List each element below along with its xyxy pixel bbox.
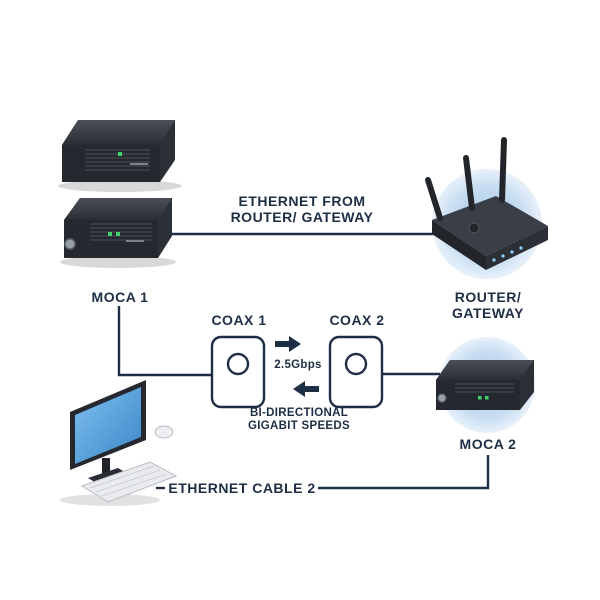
coax1-label: COAX 1 [211, 312, 267, 328]
router-gateway-label-line1: ROUTER/ [454, 289, 522, 305]
coax-line-moca1 [117, 306, 212, 377]
moca-adapter-icon [58, 120, 182, 192]
coax2-label: COAX 2 [329, 312, 385, 328]
desktop-computer-icon [60, 380, 178, 506]
bidirectional-label-line2: GIGABIT SPEEDS [248, 420, 350, 433]
coax-port-2-icon [328, 335, 384, 409]
connection-lines [117, 232, 490, 490]
coax-port-1-icon [210, 335, 266, 409]
bidirectional-label-line1: BI-DIRECTIONAL [249, 407, 349, 419]
ethernet-cable2-label: ETHERNET CABLE 2 [168, 480, 316, 496]
speed-label: 2.5Gbps [274, 359, 322, 371]
moca1-label: MOCA 1 [91, 289, 149, 305]
moca2-label: MOCA 2 [459, 436, 517, 452]
ethernet-from-label-line1: ETHERNET FROM [238, 193, 366, 209]
ethernet-from-label-line2: ROUTER/ GATEWAY [230, 209, 374, 226]
ethernet-cable2-line [318, 455, 490, 490]
moca2-adapter-icon [436, 337, 535, 433]
moca1-adapter-icon [60, 198, 176, 268]
arrow-left-icon [293, 381, 319, 397]
router-gateway-label: ROUTER/ GATEWAY [440, 289, 536, 321]
router-icon [425, 137, 548, 279]
bidirectional-label: BI-DIRECTIONAL GIGABIT SPEEDS [226, 407, 372, 433]
arrow-right-icon [275, 336, 301, 352]
ethernet-from-label: ETHERNET FROM ROUTER/ GATEWAY [222, 193, 382, 225]
router-gateway-label-line2: GATEWAY [452, 305, 524, 322]
